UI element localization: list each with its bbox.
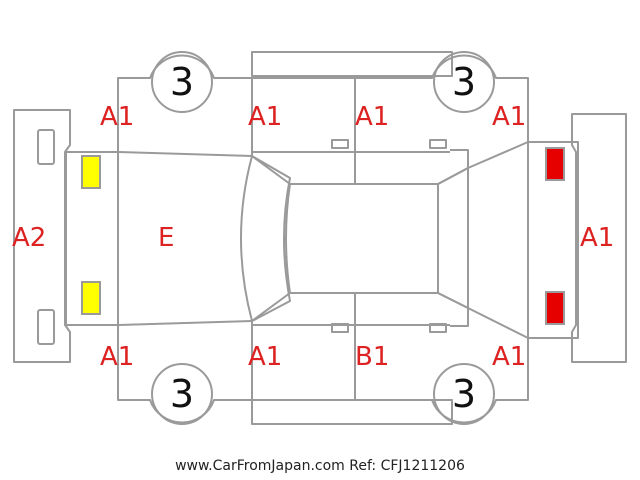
left-side-panel: [251, 78, 469, 185]
label-left-rear-door: A1: [355, 102, 390, 132]
left-front-door-handle: [331, 139, 349, 149]
wheel-right-rear-number: 3: [451, 372, 477, 416]
label-left-front-door: A1: [248, 102, 283, 132]
right-side-sill: [251, 399, 453, 425]
windshield: [240, 155, 291, 322]
wheel-right-rear: [433, 363, 495, 425]
footer-reference: www.CarFromJapan.com Ref: CFJ1211206: [175, 458, 465, 474]
label-left-rear-fender: A1: [492, 102, 527, 132]
label-right-rear-door: B1: [355, 342, 390, 372]
roof: [285, 183, 439, 294]
right-side-panel: [251, 292, 469, 400]
wheel-left-rear: [433, 51, 495, 113]
wheel-right-front: [151, 363, 213, 425]
label-hood: E: [158, 223, 175, 253]
rear-lamp-top: [545, 147, 565, 181]
wheel-right-front-number: 3: [169, 372, 195, 416]
front-lamp-bottom: [81, 281, 101, 315]
label-right-rear-fender: A1: [492, 342, 527, 372]
rear-bumper-outline: [571, 113, 627, 363]
label-right-front-door: A1: [248, 342, 283, 372]
front-bumper-slot-top: [37, 129, 55, 165]
rear-lamp-bottom: [545, 291, 565, 325]
right-rear-door-handle: [429, 323, 447, 333]
front-lamp-top: [81, 155, 101, 189]
trunk-lid: [467, 141, 529, 339]
right-front-door-handle: [331, 323, 349, 333]
label-right-front-fender: A1: [100, 342, 135, 372]
left-rear-door-handle: [429, 139, 447, 149]
label-left-front-fender: A1: [100, 102, 135, 132]
label-front-bumper: A2: [12, 223, 47, 253]
car-body-outline: [65, 54, 579, 424]
front-bumper-slot-bottom: [37, 309, 55, 345]
label-rear-bumper: A1: [580, 223, 615, 253]
rear-glass: [437, 167, 469, 309]
wheel-left-front-number: 3: [169, 60, 195, 104]
left-side-sill: [251, 51, 453, 77]
wheel-left-front: [151, 51, 213, 113]
wheel-left-rear-number: 3: [451, 60, 477, 104]
